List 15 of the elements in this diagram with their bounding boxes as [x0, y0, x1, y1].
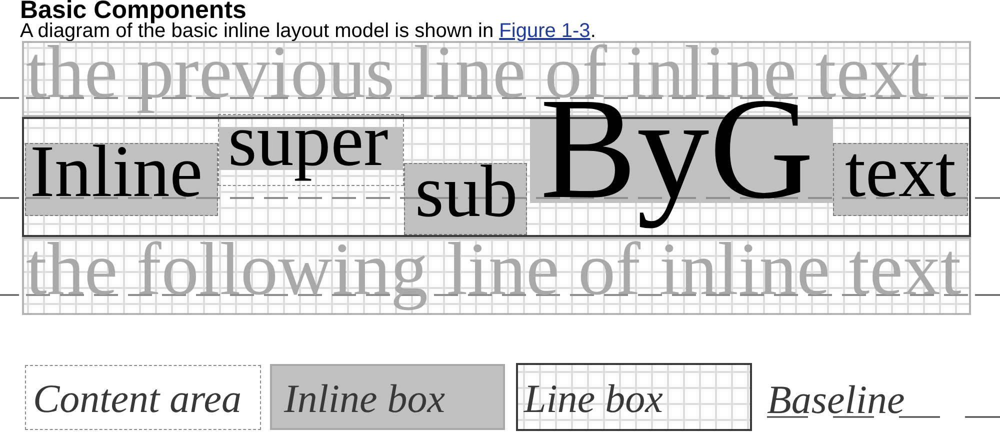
inline-text: text	[845, 146, 956, 215]
line-text: the following line of inline text	[26, 242, 962, 312]
intro-sentence: A diagram of the basic inline layout model is shown in Figure 1-3.	[20, 22, 596, 40]
figure-link: Figure 1-3	[499, 20, 590, 42]
inline-box-with-content-area	[218, 114, 404, 186]
inline-box	[833, 143, 968, 216]
inline-box	[404, 163, 527, 235]
inline-text: sub	[415, 166, 518, 235]
inline-text: Inline	[30, 146, 203, 215]
inline-box	[25, 143, 218, 216]
legend-label: Line box	[524, 384, 664, 413]
legend-label: Baseline	[767, 385, 906, 414]
legend-label: Content area	[33, 384, 242, 412]
inline-text: super	[228, 115, 388, 184]
legend-label: Inline box	[284, 384, 446, 413]
